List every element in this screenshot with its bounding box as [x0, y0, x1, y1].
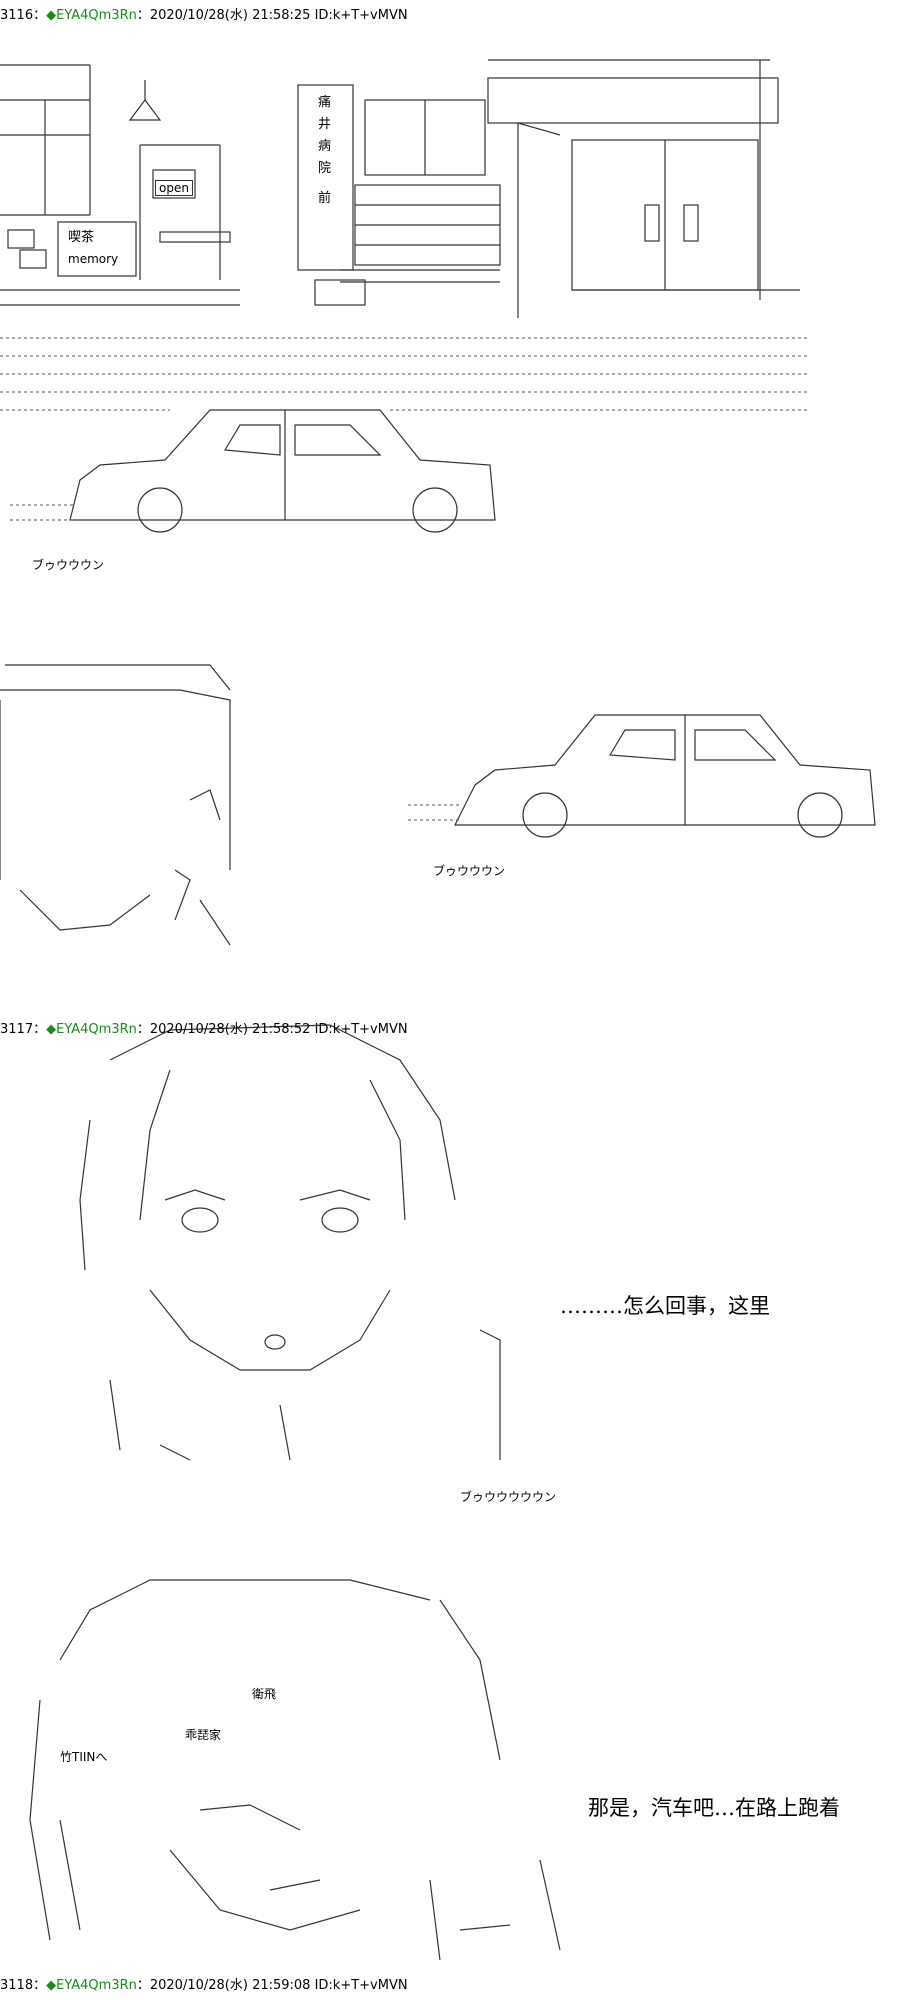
character-1: [0, 664, 231, 946]
post-meta: ：2020/10/28(水) 21:58:52 ID:k+T+vMVN: [136, 1022, 408, 1037]
trip-code[interactable]: EYA4Qm3Rn: [56, 1022, 137, 1037]
post-header-3117: 3117：◆EYA4Qm3Rn：2020/10/28(水) 21:58:52 I…: [0, 1022, 408, 1037]
cafe-sign-line1: 喫茶: [68, 230, 95, 245]
post-meta: ：2020/10/28(水) 21:58:25 ID:k+T+vMVN: [136, 8, 408, 23]
trip-code[interactable]: EYA4Qm3Rn: [56, 8, 137, 23]
post-number: 3118: [0, 1978, 34, 1993]
hospital-building: [297, 84, 501, 306]
character-3-face: [29, 1579, 561, 1961]
post-header-3116: 3116：◆EYA4Qm3Rn：2020/10/28(水) 21:58:25 I…: [0, 8, 408, 23]
trip-diamond-icon: ◆: [46, 1022, 57, 1037]
post-header-3118: 3118：◆EYA4Qm3Rn：2020/10/28(水) 21:59:08 I…: [0, 1978, 408, 1993]
dialogue-line-2: 那是，汽车吧…在路上跑着: [588, 1796, 840, 1820]
car-sound-effect-2: ブゥウウウン: [433, 864, 506, 878]
car-sound-effect-1: ブゥウウウン: [32, 558, 105, 572]
left-building: [0, 64, 91, 269]
character-3-aa-text-2: 衛飛: [252, 1687, 277, 1701]
car-sound-effect-3: ブゥウウウウウン: [460, 1490, 557, 1504]
character-3-aa-text-1: 乖琵家: [185, 1728, 222, 1742]
car-2: [408, 714, 876, 838]
hospital-sign: 痛 井 病 院 前: [318, 95, 332, 206]
dialogue-line-1: ………怎么回事，这里: [560, 1294, 770, 1318]
cafe-sign-line2: memory: [68, 252, 119, 266]
trip-code[interactable]: EYA4Qm3Rn: [56, 1978, 137, 1993]
post-meta: ：2020/10/28(水) 21:59:08 ID:k+T+vMVN: [136, 1978, 408, 1993]
road: [0, 337, 808, 411]
right-building: [487, 59, 800, 318]
post-number: 3117: [0, 1022, 34, 1037]
cafe-building: [0, 80, 240, 306]
post-number: 3116: [0, 8, 34, 23]
character-2-face: [79, 1024, 501, 1461]
car-1: [10, 409, 496, 533]
character-3-aa-text-3: 竹TIINへ: [60, 1750, 108, 1764]
open-sign: open: [155, 180, 193, 196]
trip-diamond-icon: ◆: [46, 8, 57, 23]
trip-diamond-icon: ◆: [46, 1978, 57, 1993]
